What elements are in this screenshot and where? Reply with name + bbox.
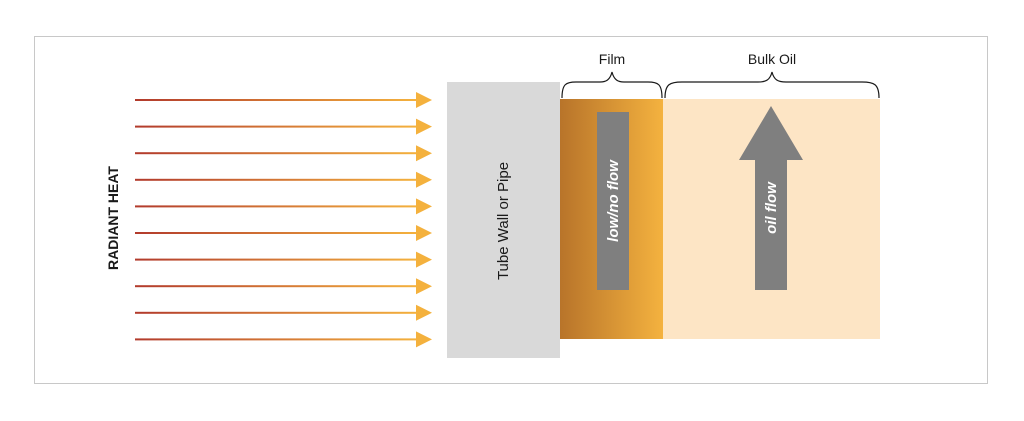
heat-arrow-line [135,152,416,155]
heat-arrow-head [416,118,432,135]
heat-arrow-line [135,285,416,288]
tube-wall [447,82,560,358]
film-flow-bar [597,112,629,290]
oil-flow-label: oil flow [763,181,780,234]
heat-arrow-line [135,125,416,128]
radiant-heat-label: RADIANT HEAT [105,166,121,270]
heat-arrow-head [416,145,432,162]
film-brace [561,71,663,99]
heat-arrow-line [135,205,416,208]
heat-arrow-line [135,232,416,234]
heat-arrow-line [135,99,416,101]
film-label: Film [599,51,625,67]
heat-arrow-head [416,251,432,268]
heat-arrow-line [135,178,416,181]
heat-arrow-head [416,171,432,188]
heat-arrow-line [135,311,416,314]
tube-wall-label: Tube Wall or Pipe [495,162,512,280]
heat-arrow-head [416,304,432,321]
film-flow-label: low/no flow [605,159,622,242]
heat-arrow-head [416,198,432,215]
radiant-heat-arrows [135,92,432,348]
heat-arrow-head [416,278,432,295]
oil-flow-arrow [739,106,803,290]
heat-arrow-head [416,331,432,348]
heat-arrow-line [135,258,416,261]
bulk-oil-label: Bulk Oil [748,51,796,67]
heat-arrow-head [416,225,432,241]
heat-arrow-line [135,338,416,341]
heat-arrow-head [416,92,432,108]
bulk-oil-brace [664,71,880,99]
